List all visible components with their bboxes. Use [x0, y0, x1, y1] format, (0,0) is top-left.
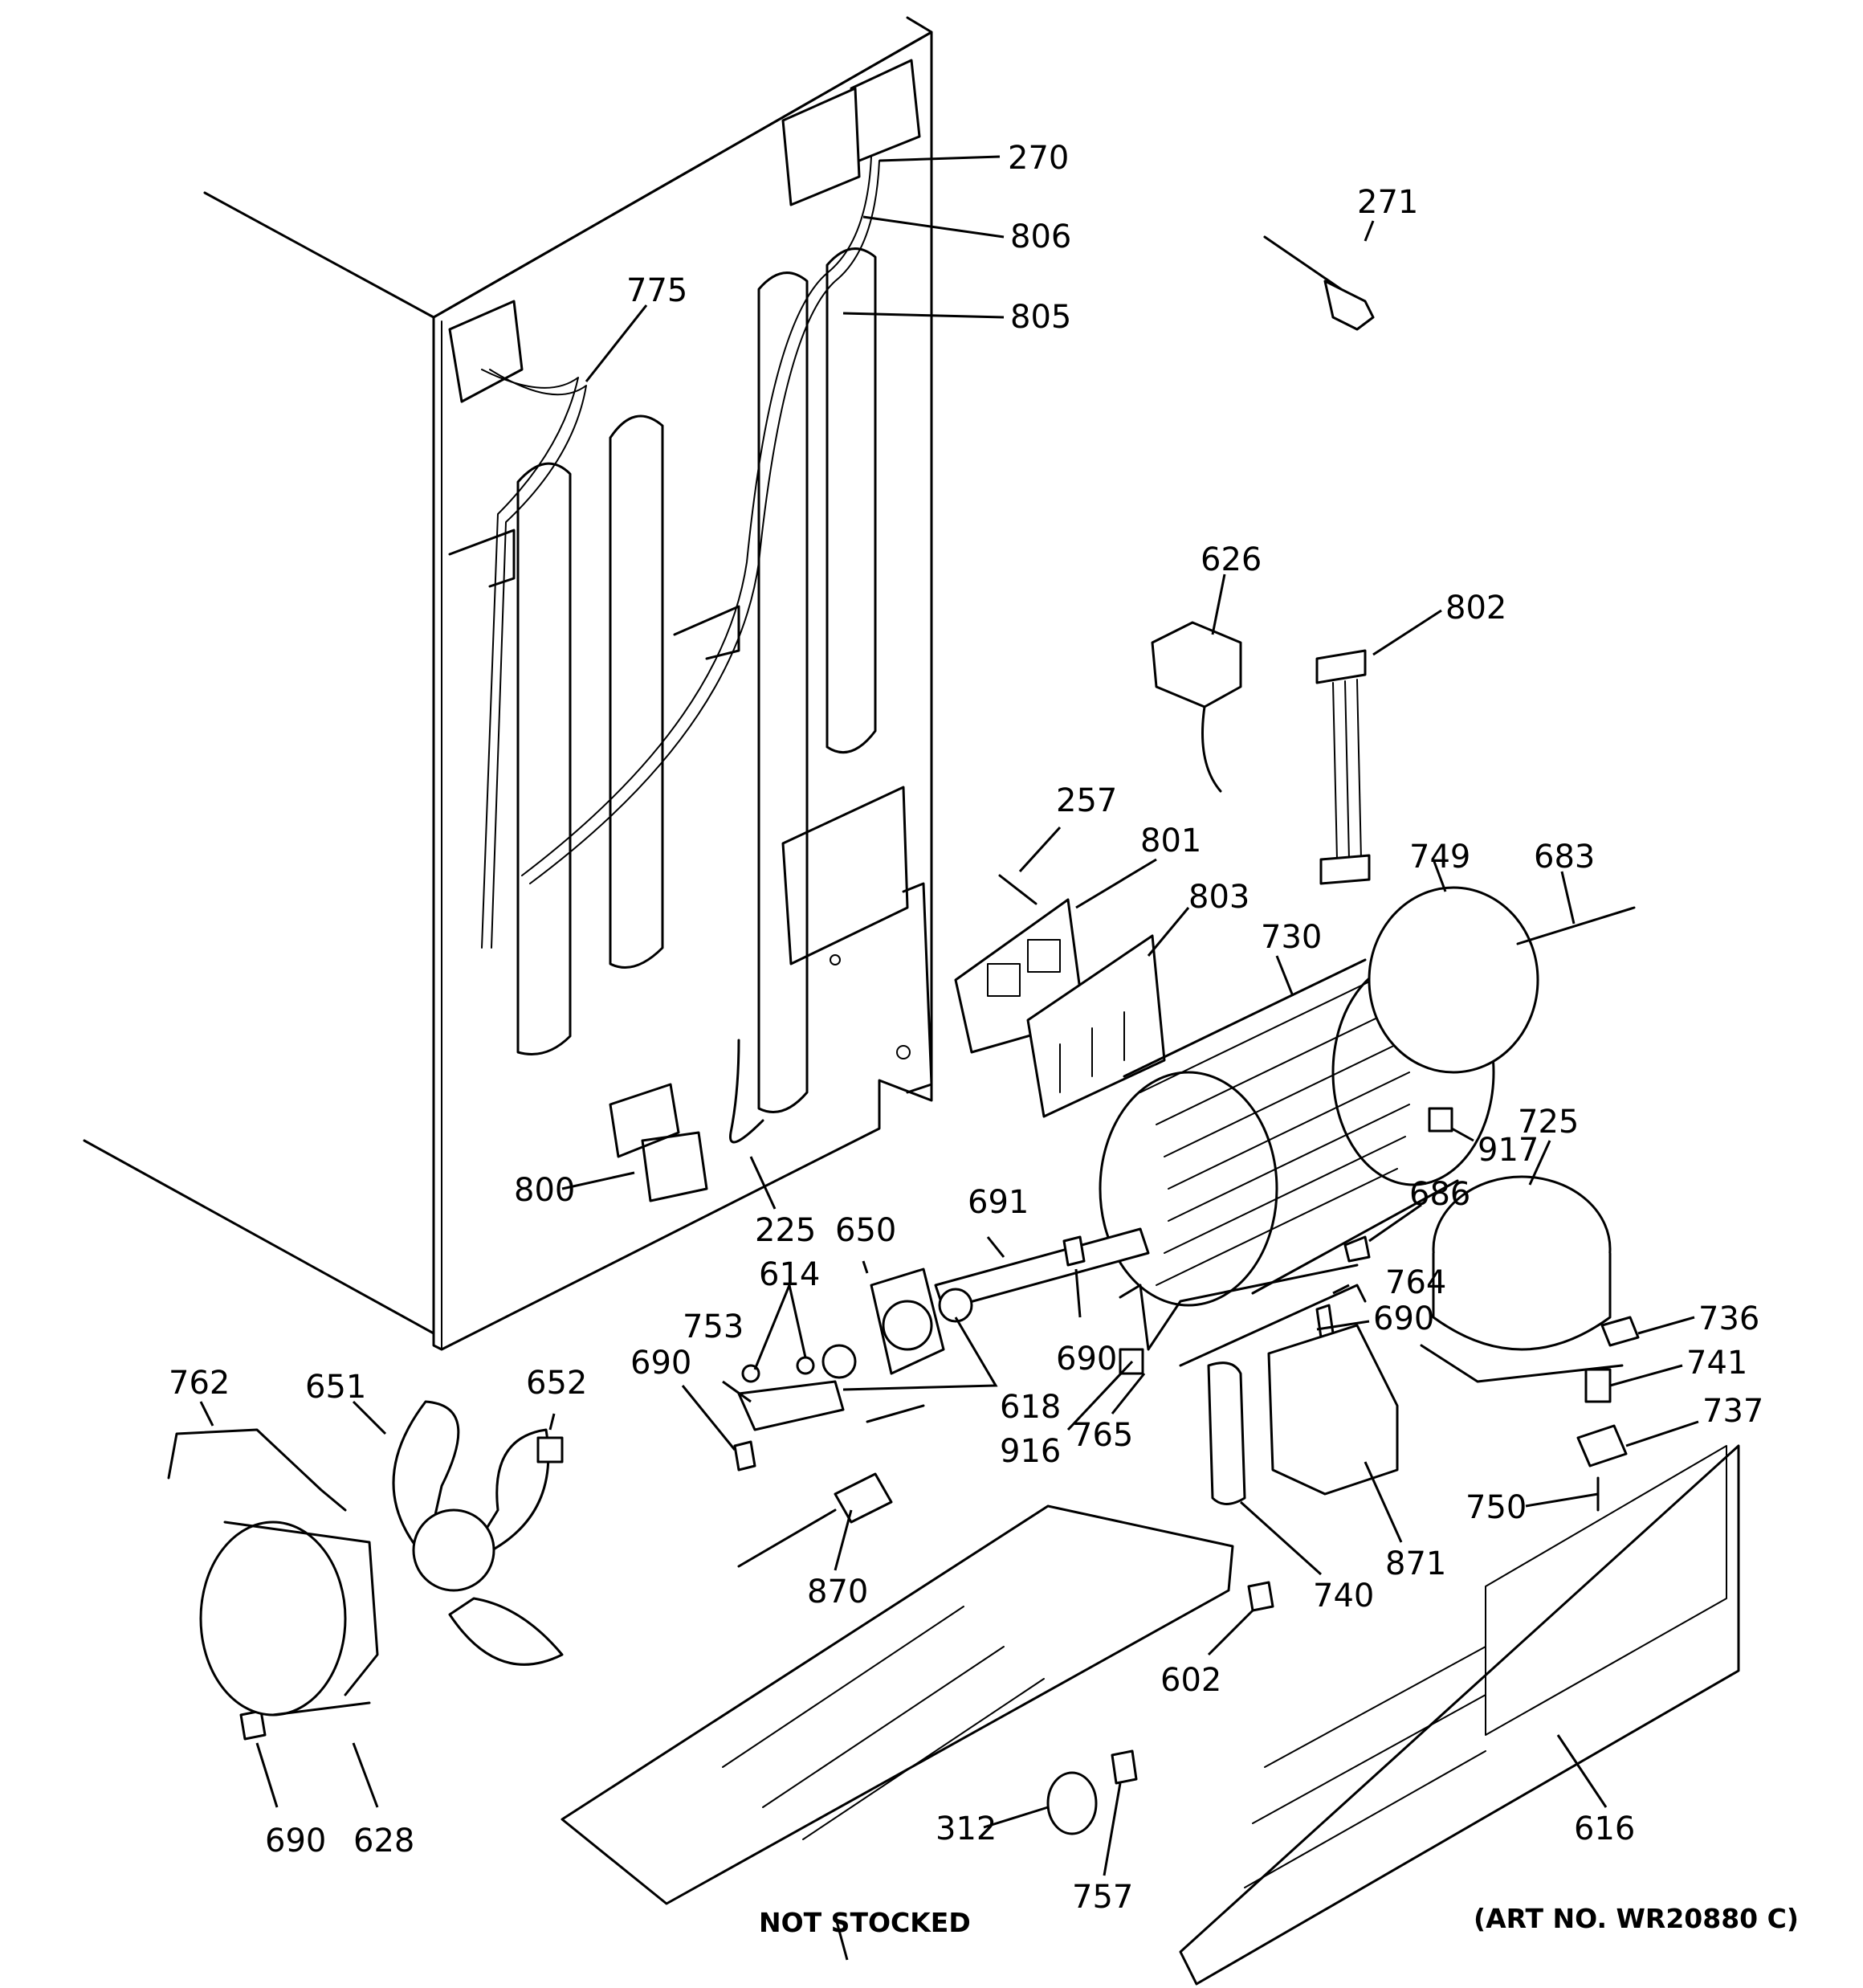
filter-740: [1207, 1361, 1246, 1505]
screw-602: [1247, 1581, 1274, 1612]
label-686: 686: [1409, 1176, 1470, 1213]
control-module-871: [1267, 1324, 1399, 1496]
mount-618b: [821, 1344, 857, 1379]
refrigerator-cabinet: [83, 16, 933, 1351]
label-602: 602: [1160, 1662, 1221, 1699]
label-626: 626: [1201, 541, 1262, 578]
label-806: 806: [1010, 218, 1071, 255]
label-871: 871: [1385, 1545, 1446, 1582]
not-stocked-note: NOT STOCKED: [759, 1907, 971, 1938]
label-271: 271: [1357, 184, 1418, 221]
tube-765: [1119, 1263, 1359, 1351]
fan-motor: [870, 1268, 945, 1375]
mount-618a: [938, 1288, 973, 1323]
grommet-741: [1584, 1368, 1612, 1403]
label-803: 803: [1188, 879, 1249, 916]
label-257: 257: [1056, 782, 1117, 819]
base-pan: [561, 1504, 1234, 1905]
label-651: 651: [305, 1369, 366, 1406]
board-cover: [1026, 934, 1166, 1118]
label-801: 801: [1140, 823, 1201, 859]
screw-690d: [239, 1709, 267, 1741]
label-917: 917: [1478, 1132, 1539, 1169]
label-628: 628: [353, 1823, 414, 1859]
duct-762: [167, 1428, 347, 1512]
label-691: 691: [968, 1184, 1029, 1221]
label-870: 870: [807, 1574, 868, 1610]
fitting-736: [1600, 1316, 1640, 1347]
label-690c: 690: [1373, 1300, 1434, 1337]
label-725: 725: [1518, 1104, 1579, 1141]
screw-690b: [1062, 1235, 1086, 1267]
label-312: 312: [936, 1810, 997, 1847]
screw-690a: [733, 1440, 756, 1472]
thermistor: [998, 874, 1037, 905]
label-740: 740: [1313, 1578, 1374, 1614]
label-775: 775: [626, 272, 687, 309]
nut-652: [536, 1436, 564, 1463]
label-750: 750: [1466, 1489, 1527, 1526]
label-753: 753: [683, 1308, 744, 1345]
screw-757: [1111, 1749, 1138, 1785]
label-690a: 690: [630, 1345, 691, 1382]
fan-shroud: [199, 1521, 379, 1717]
drain-tube: [729, 1039, 764, 1144]
label-616: 616: [1574, 1810, 1635, 1847]
label-757: 757: [1072, 1879, 1133, 1916]
label-741: 741: [1686, 1345, 1747, 1382]
label-618: 618: [1000, 1389, 1061, 1426]
label-270: 270: [1008, 140, 1069, 177]
label-690d: 690: [265, 1823, 326, 1859]
label-683: 683: [1534, 839, 1595, 876]
label-765: 765: [1072, 1417, 1133, 1454]
part-labels: 270 271 806 805 775 626 802 257 801 803 …: [169, 140, 1763, 1916]
label-762: 762: [169, 1365, 230, 1402]
sensor-wire: [1516, 906, 1636, 945]
bracket-753: [737, 1380, 845, 1431]
fan-baffle-disc: [1368, 886, 1539, 1074]
art-number: (ART NO. WR20880 C): [1474, 1903, 1799, 1934]
label-614: 614: [759, 1256, 820, 1293]
label-650: 650: [835, 1212, 896, 1249]
grommet-737: [1576, 1424, 1628, 1468]
grommet: [1428, 1107, 1453, 1133]
compressor: [1420, 1175, 1624, 1383]
screw-686: [1343, 1235, 1371, 1263]
wire-harness: [1315, 649, 1371, 885]
label-805: 805: [1010, 299, 1071, 336]
label-736: 736: [1698, 1300, 1759, 1337]
label-916: 916: [1000, 1433, 1061, 1470]
power-cord: [1151, 621, 1242, 793]
leveling-foot: [1046, 1771, 1098, 1835]
rear-grille: [1179, 1444, 1740, 1986]
grommet-614b: [796, 1356, 815, 1375]
label-802: 802: [1445, 590, 1506, 627]
label-737: 737: [1702, 1393, 1763, 1430]
fan-blade: [392, 1400, 564, 1666]
water-valve-870: [737, 1404, 925, 1568]
label-225: 225: [755, 1212, 816, 1249]
water-fitting: [1263, 235, 1375, 331]
leader-lines: [199, 155, 1699, 1961]
label-730: 730: [1261, 919, 1322, 956]
label-749: 749: [1409, 839, 1470, 876]
damper-800: [609, 1083, 708, 1202]
label-652: 652: [526, 1365, 587, 1402]
label-764: 764: [1385, 1264, 1446, 1301]
label-800: 800: [514, 1172, 575, 1209]
label-690b: 690: [1056, 1341, 1117, 1378]
